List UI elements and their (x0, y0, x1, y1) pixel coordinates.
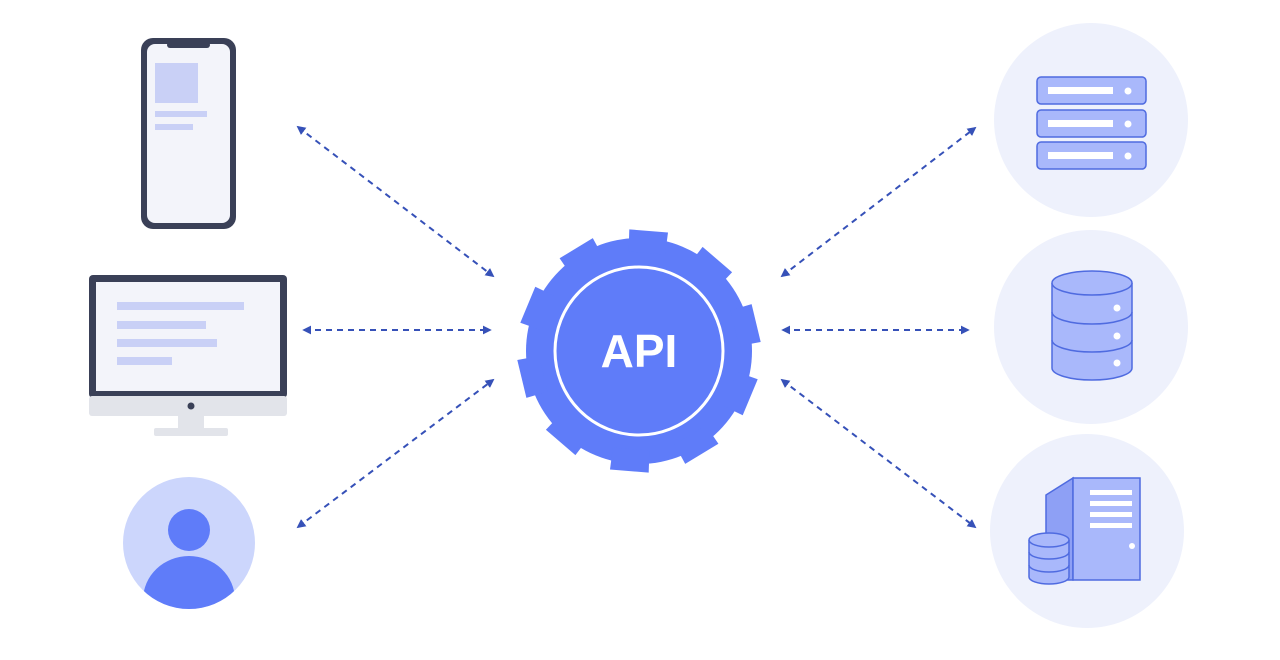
database-icon (994, 230, 1188, 424)
gear-tooth (545, 413, 589, 456)
monitor-icon (89, 275, 287, 436)
arrow-api-servers (780, 126, 977, 278)
user-avatar-icon (123, 477, 255, 609)
gear-tooth (610, 447, 650, 473)
smartphone-icon (141, 38, 236, 229)
gear-tooth (520, 286, 556, 331)
api-label: API (601, 325, 678, 377)
gear-tooth (722, 371, 758, 416)
gear-tooth (628, 229, 668, 255)
arrow-api-datacenter (780, 378, 977, 529)
gear-tooth (689, 246, 733, 289)
gear-tooth (730, 304, 761, 346)
connectors (296, 125, 977, 529)
gear-tooth (559, 238, 604, 277)
gear-tooth (517, 356, 548, 398)
server-database-icon (990, 434, 1184, 628)
arrow-mobile-api (296, 125, 495, 278)
server-rack-icon (994, 23, 1188, 217)
gear-tooth (674, 425, 719, 464)
arrow-user-api (296, 378, 495, 529)
gear-icon: API (517, 229, 761, 473)
